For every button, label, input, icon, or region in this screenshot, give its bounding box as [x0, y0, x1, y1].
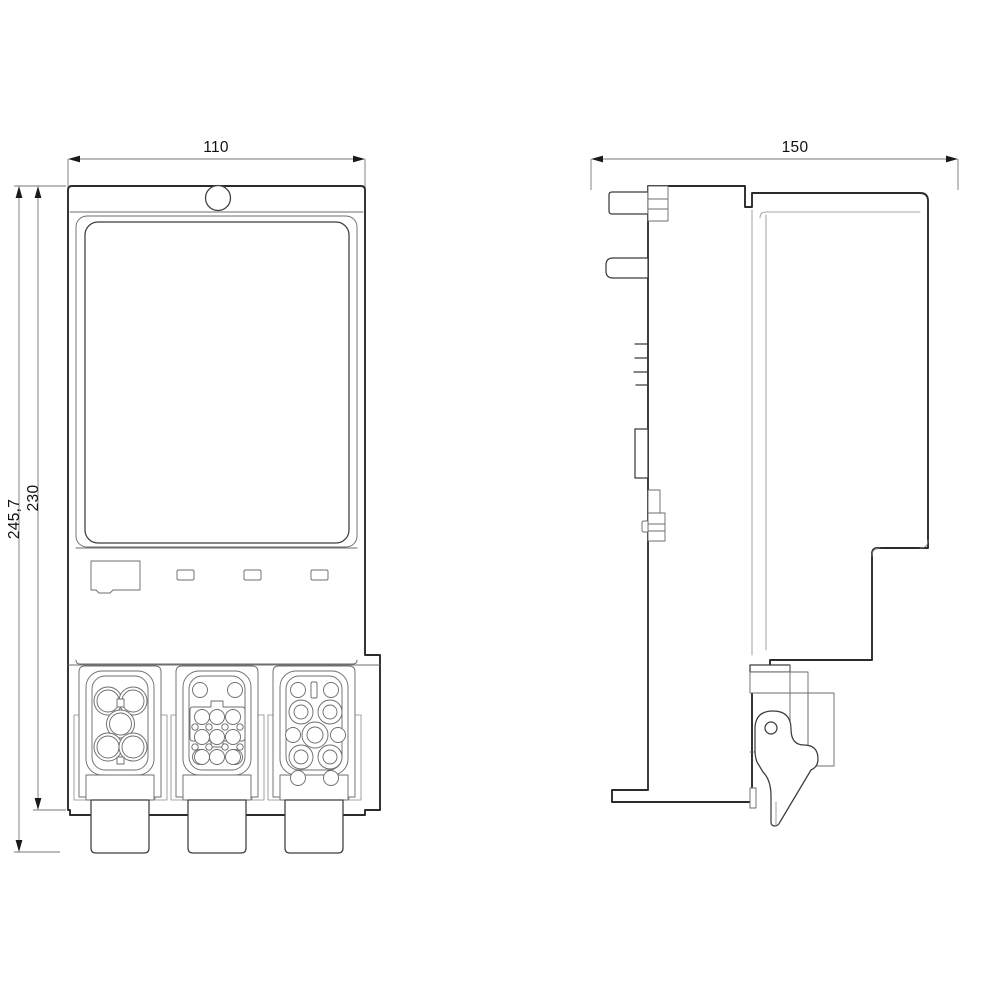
side-bottom-latch-assembly [749, 664, 835, 827]
connector-io [267, 665, 362, 854]
mounting-hole-icon [204, 184, 232, 212]
signal-screw-hole-tr [227, 682, 243, 698]
io-pin-bottom-right [323, 770, 339, 786]
side-step-corner-upper [919, 539, 929, 549]
latch-pivot-hole-icon [764, 721, 778, 735]
side-step-corner-lower [871, 547, 881, 557]
power-keyway-bottom [116, 756, 125, 765]
connector-power-plug [90, 799, 150, 854]
dimension-label-depth: 150 [782, 139, 809, 156]
signal-pin-s2-4 [236, 743, 244, 751]
signal-pin-r1-3 [225, 709, 241, 725]
side-boss-head [647, 512, 666, 542]
power-pin-5-outer [118, 732, 148, 762]
side-rear-inner-line-2 [759, 211, 921, 219]
dimension-label-width: 110 [203, 139, 229, 156]
dimension-label-height-body: 230 [25, 485, 42, 512]
dimension-height-230: 230 [25, 185, 66, 811]
signal-pin-s1-2 [205, 723, 213, 731]
power-pin-3-outer [106, 709, 135, 739]
signal-pin-s1-3 [221, 723, 229, 731]
connector-power [73, 665, 168, 854]
side-boss-tip [641, 520, 649, 533]
io-pin-r3-right [330, 727, 346, 743]
dimension-depth-150: 150 [590, 139, 959, 190]
io-pin-r2-2-inner [322, 704, 338, 720]
side-latch-notch [749, 787, 757, 809]
connector-power-collar [85, 774, 155, 801]
signal-pin-r3-3 [225, 749, 241, 765]
side-lug [605, 257, 649, 279]
signal-pin-r1-1 [194, 709, 210, 725]
signal-pin-r2-2 [209, 729, 225, 745]
connector-signal-plug [187, 799, 247, 854]
signal-pin-s1-4 [236, 723, 244, 731]
io-pin-top-right [323, 682, 339, 698]
side-view [605, 185, 929, 827]
power-pin-5-inner [121, 735, 145, 759]
signal-pin-s2-3 [221, 743, 229, 751]
io-pin-top-left [290, 682, 306, 698]
indicator-slot-1 [176, 569, 195, 581]
indicator-slot-3 [310, 569, 329, 581]
side-latch-step-1 [749, 671, 809, 694]
front-window-inner [84, 221, 350, 544]
front-connector-band-divider [75, 659, 358, 665]
io-keyway-slot [310, 681, 318, 699]
dimension-height-245-7: 245,7 [6, 185, 60, 853]
front-view [67, 184, 381, 854]
io-pin-bottom-left [290, 770, 306, 786]
io-pin-r3-left [285, 727, 301, 743]
side-boss-neck [647, 489, 661, 514]
signal-pin-r1-2 [209, 709, 225, 725]
io-pin-r4-1-inner [293, 749, 309, 765]
dimension-label-height-overall: 245,7 [6, 499, 23, 539]
signal-pin-r3-2 [209, 749, 225, 765]
signal-pin-s2-2 [205, 743, 213, 751]
side-lower-bolt-boss [641, 489, 666, 542]
side-mid-recess [634, 428, 649, 479]
io-pin-r2-2-outer [317, 699, 343, 725]
io-pin-r2-1-outer [288, 699, 314, 725]
side-top-bolt-head [647, 185, 669, 222]
signal-pin-r3-1 [194, 749, 210, 765]
io-pin-r2-1-inner [293, 704, 309, 720]
indicator-slot-2 [243, 569, 262, 581]
signal-pin-s2-1 [191, 743, 199, 751]
signal-pin-r2-3 [225, 729, 241, 745]
io-pin-r4-1-outer [288, 744, 314, 770]
side-cooling-fins [633, 343, 649, 386]
io-pin-r3-center-inner [306, 726, 324, 744]
connector-signal [170, 665, 265, 854]
latch-lever [754, 710, 819, 827]
side-top-tab-arm [608, 191, 649, 215]
label-plate [90, 560, 141, 594]
signal-screw-hole-tl [192, 682, 208, 698]
signal-pin-s1-1 [191, 723, 199, 731]
front-window-outer [75, 215, 358, 548]
dimension-width-110: 110 [67, 139, 366, 188]
side-top-mount-tab [608, 185, 669, 222]
io-pin-r4-2-outer [317, 744, 343, 770]
connector-signal-collar [182, 774, 252, 801]
connector-io-plug [284, 799, 344, 854]
io-pin-r4-2-inner [322, 749, 338, 765]
side-latch-body-outer [749, 664, 791, 673]
power-keyway-top [116, 698, 125, 708]
signal-pin-r2-1 [194, 729, 210, 745]
power-pin-3-inner [109, 712, 132, 736]
io-pin-r3-center-outer [301, 721, 329, 749]
